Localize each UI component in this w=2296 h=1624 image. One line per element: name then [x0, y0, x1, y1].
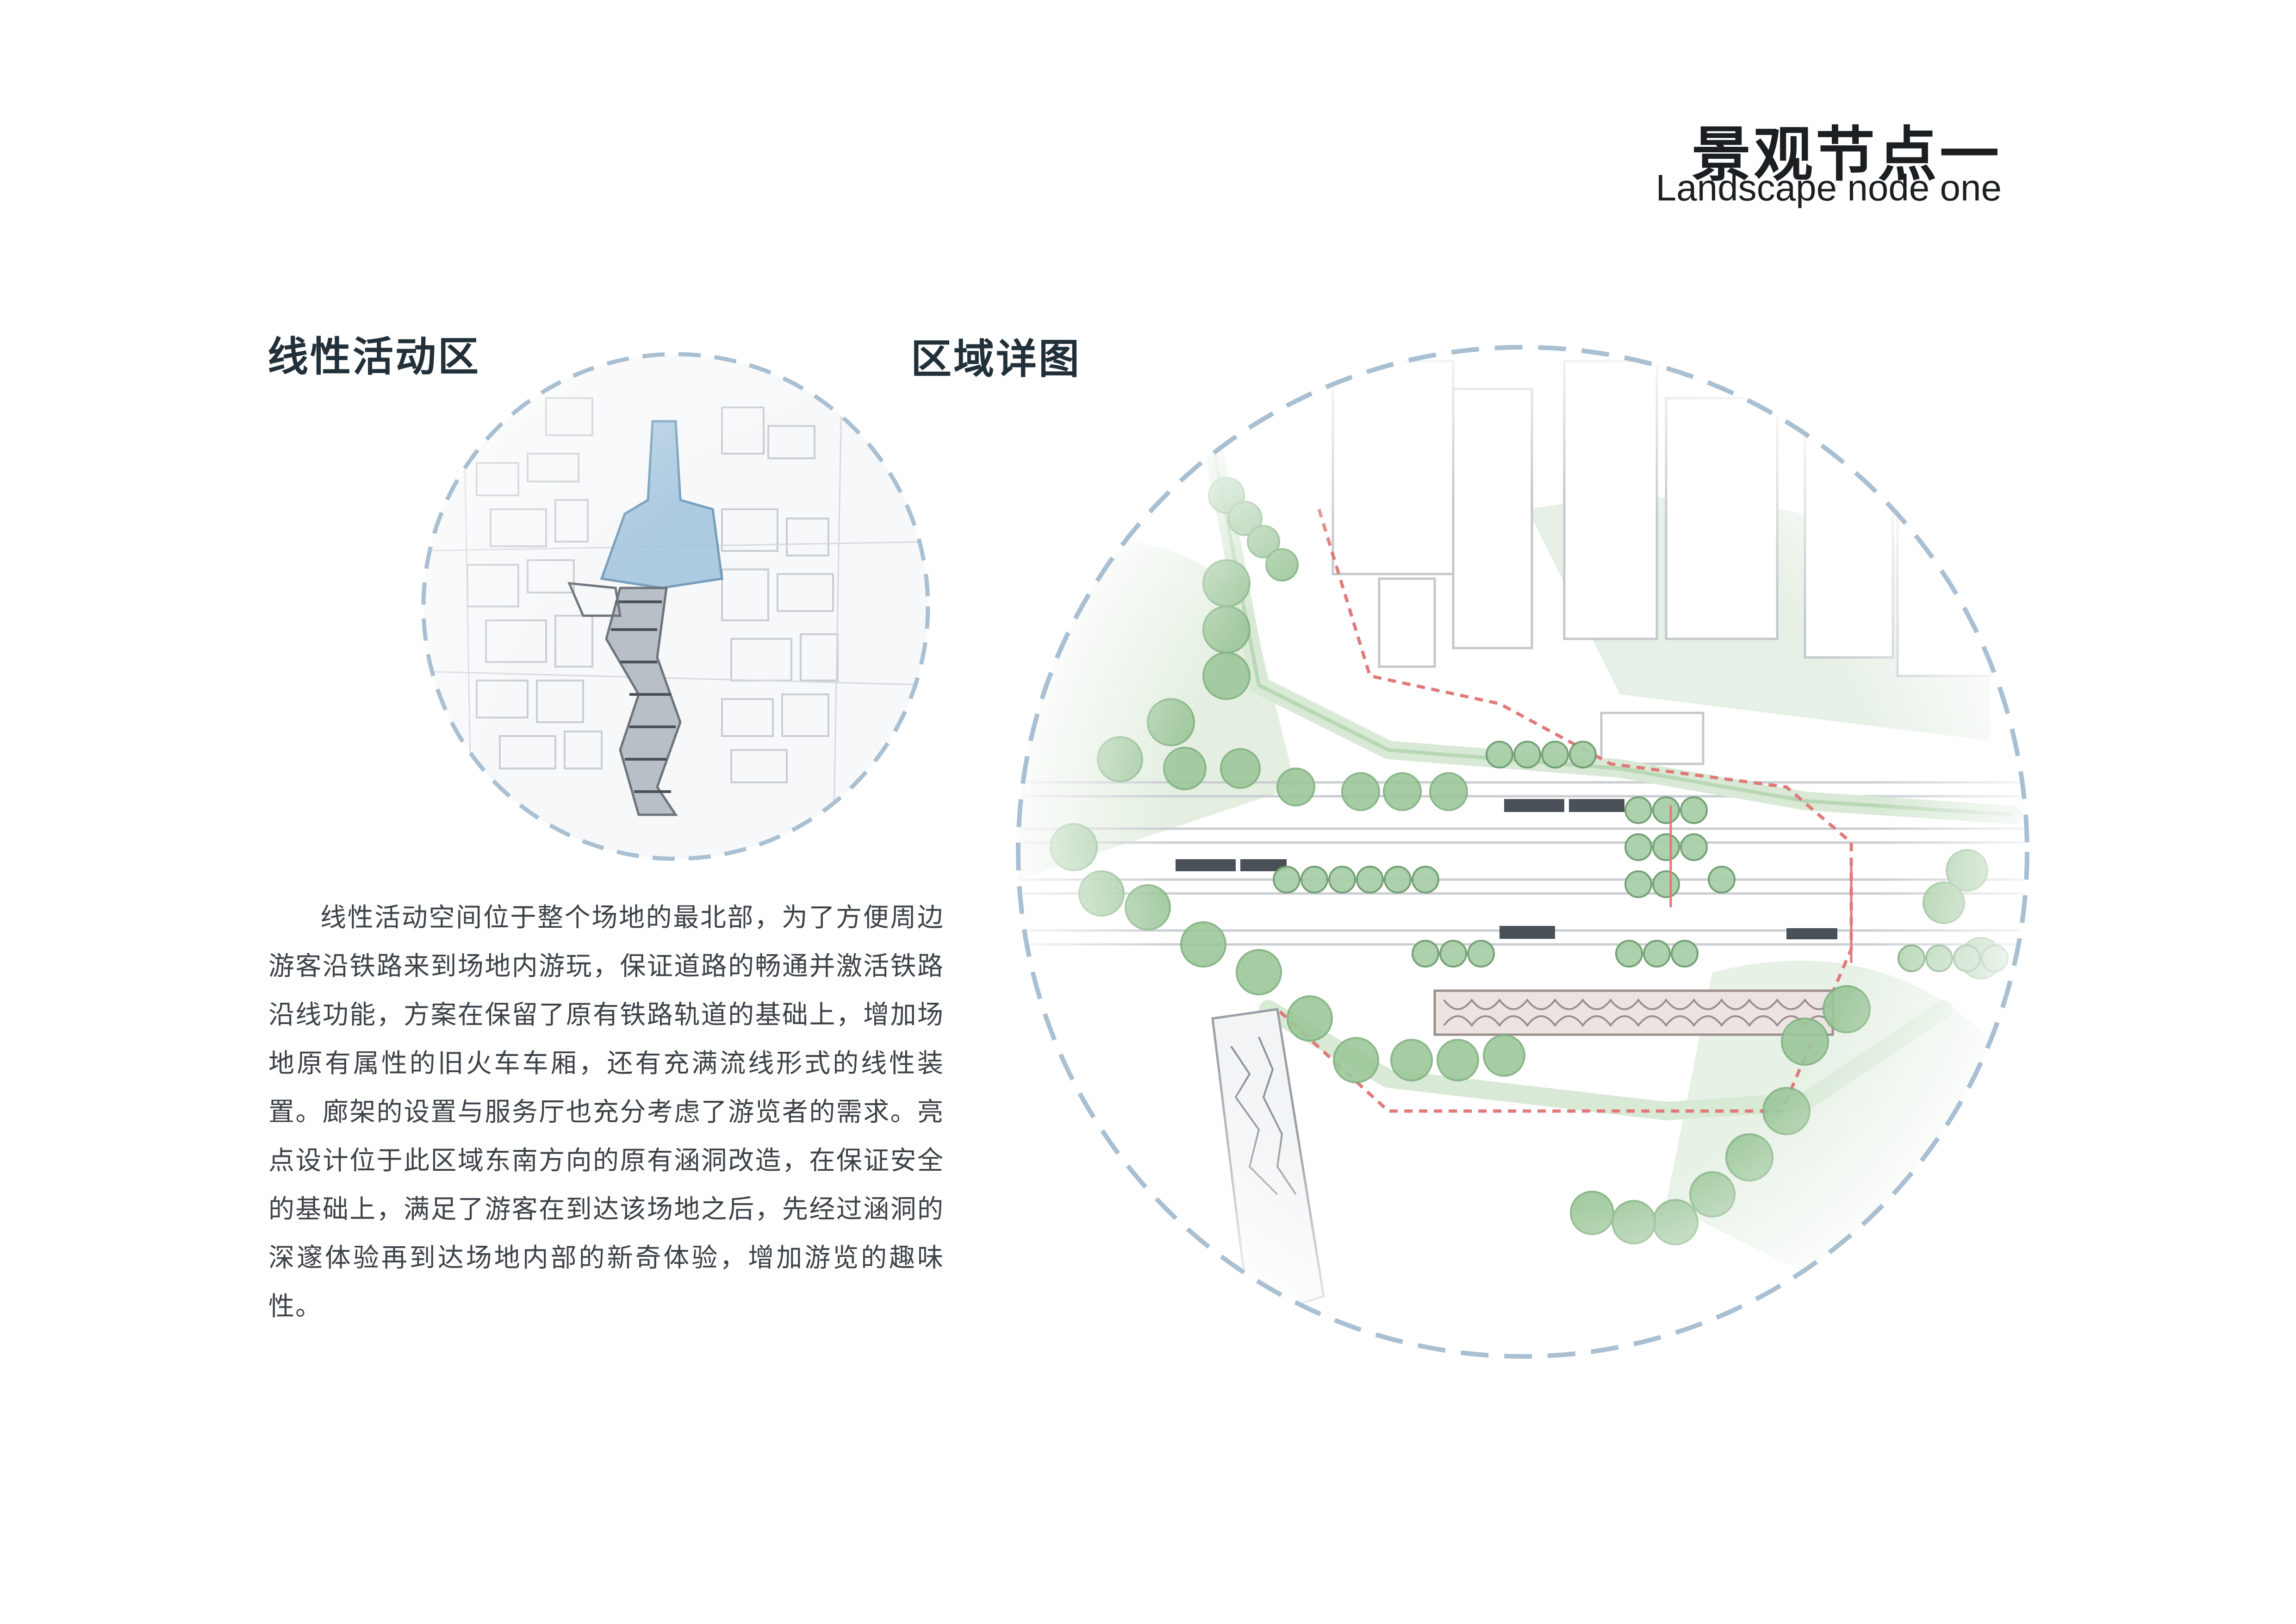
page-title: 景观节点一 — [1691, 120, 2002, 189]
description-text: 线性活动空间位于整个场地的最北部，为了方便周边游客沿铁路来到场地内游玩，保证道路… — [268, 903, 944, 1322]
area-detail-title: 区域详图 — [911, 335, 1082, 383]
big-dashed-circle — [1016, 345, 2029, 1359]
small-dashed-circle — [421, 352, 930, 861]
linear-activity-title: 线性活动区 — [268, 333, 481, 381]
area-detail-plan — [1016, 345, 2029, 1359]
page-subtitle: Landscape node one — [1655, 167, 2002, 208]
